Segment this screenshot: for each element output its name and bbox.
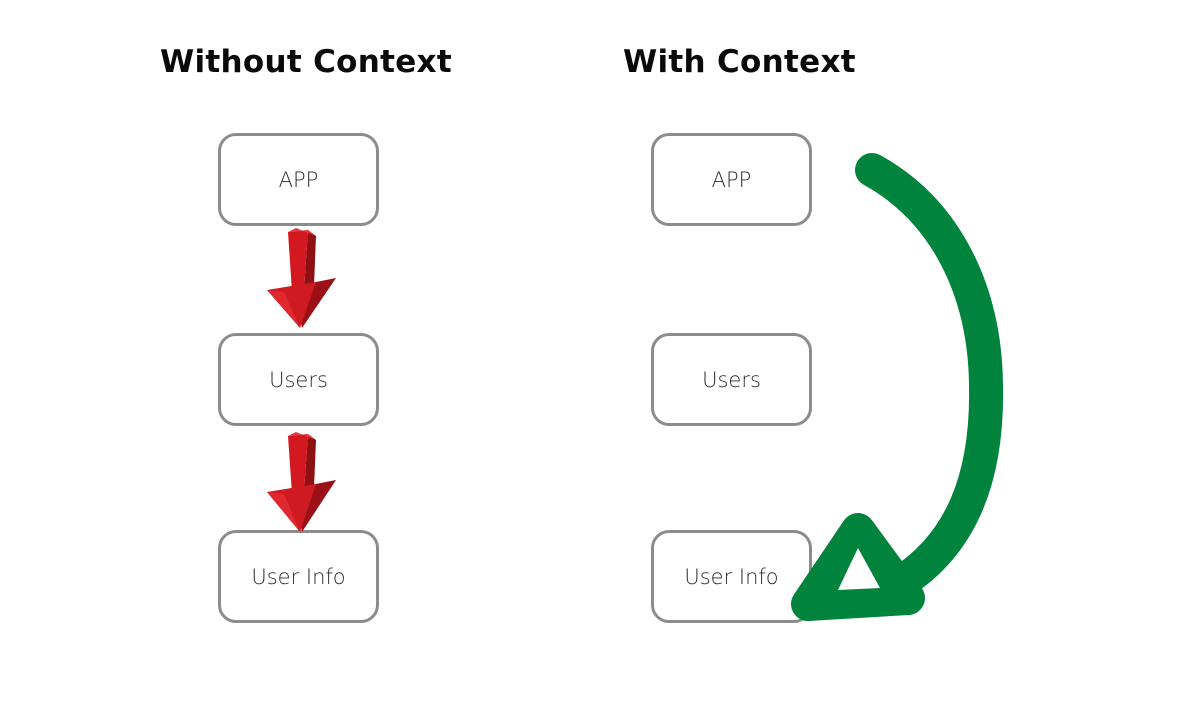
with-context-title: With Context (623, 44, 856, 80)
left-node-user-info: User Info (218, 530, 379, 623)
left-node-users: Users (218, 333, 379, 426)
green-curved-arrow-icon (791, 153, 1004, 621)
node-label: User Info (684, 564, 779, 589)
without-context-title: Without Context (160, 44, 452, 80)
node-label: Users (269, 367, 328, 392)
red-arrow-down-icon (267, 432, 336, 532)
right-node-users: Users (651, 333, 812, 426)
node-label: APP (278, 167, 319, 192)
right-node-user-info: User Info (651, 530, 812, 623)
node-label: Users (702, 367, 761, 392)
node-label: APP (711, 167, 752, 192)
node-label: User Info (251, 564, 346, 589)
red-arrow-down-icon (267, 228, 336, 328)
right-node-app: APP (651, 133, 812, 226)
left-node-app: APP (218, 133, 379, 226)
